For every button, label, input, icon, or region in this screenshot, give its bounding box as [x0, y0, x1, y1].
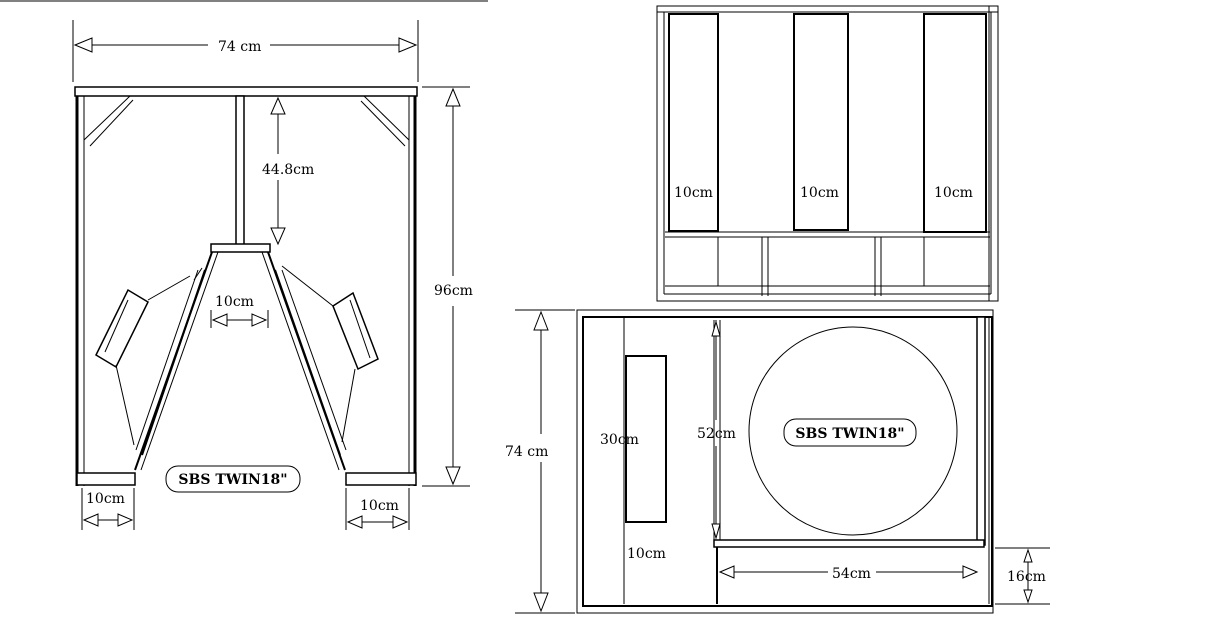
base-height-dimension [995, 547, 1050, 605]
top-view-outline [656, 5, 999, 302]
right-mouth-label: 10cm [360, 498, 399, 514]
slot-3 [923, 13, 987, 233]
center-depth-dimension: 44.8cm [262, 96, 314, 246]
inner-height-label: 52cm [697, 426, 736, 442]
left-horn-wall [134, 251, 219, 471]
slot-label-1: 10cm [674, 185, 713, 201]
base-width-dimension [718, 565, 979, 579]
side-height-label: 74 cm [505, 444, 548, 460]
front-width-label: 74 cm [218, 39, 261, 55]
side-name-label: SBS TWIN18" [795, 426, 904, 442]
slot-label-3: 10cm [934, 185, 973, 201]
inner-height-dimension [711, 320, 721, 540]
front-width-dimension: 74 cm [72, 20, 419, 82]
side-view: 74 cm 30cm 52cm 10cm 54cm 16cm SBS TWIN1… [505, 309, 1050, 614]
port-width-label: 10cm [627, 546, 666, 562]
top-view: 10cm 10cm 10cm [656, 5, 999, 302]
base-height-label: 16cm [1007, 569, 1046, 585]
throat-label: 10cm [215, 294, 254, 310]
slot-2 [793, 13, 849, 231]
right-horn-wall [261, 251, 347, 471]
throat-dimension: 10cm [210, 294, 269, 328]
side-driver-circle [748, 326, 958, 536]
front-center-divider [210, 95, 271, 253]
front-cabinet-outline [74, 86, 418, 486]
left-mouth-label: 10cm [86, 491, 125, 507]
center-depth-label: 44.8cm [262, 162, 314, 178]
front-view: 74 cm 44.8cm [72, 20, 473, 530]
port [625, 355, 667, 523]
side-name-badge: SBS TWIN18" [783, 418, 917, 447]
left-driver [95, 275, 191, 446]
right-mouth-dimension: 10cm [345, 488, 410, 530]
slot-1 [668, 13, 719, 232]
base-width-label: 54cm [832, 566, 871, 582]
front-name-badge: SBS TWIN18" [165, 465, 301, 493]
front-height-label: 96cm [434, 283, 473, 299]
side-height-dimension [515, 309, 575, 614]
slot-label-2: 10cm [800, 185, 839, 201]
front-height-dimension: 96cm [422, 86, 473, 487]
right-driver [281, 265, 379, 443]
front-name-label: SBS TWIN18" [178, 472, 287, 488]
port-height-label: 30cm [600, 432, 639, 448]
left-mouth-dimension: 10cm [81, 488, 135, 530]
